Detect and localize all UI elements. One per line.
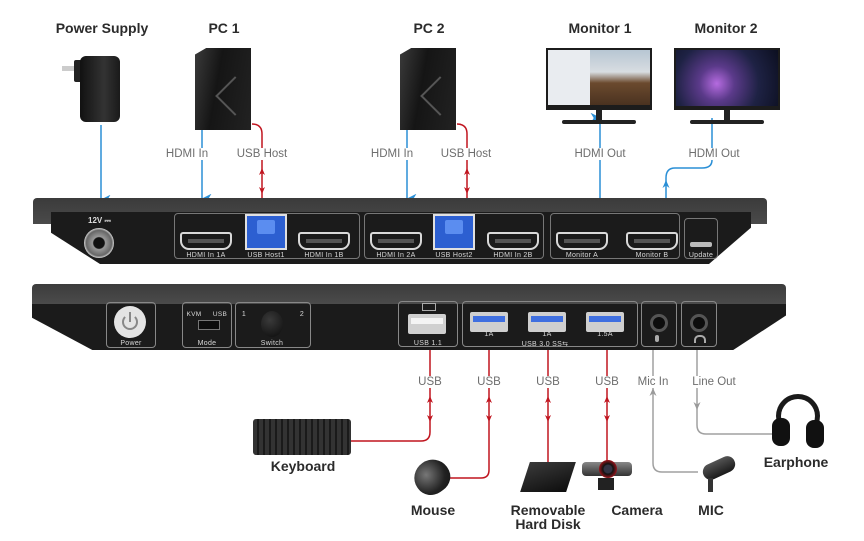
wire-usb-mouse [450,343,492,479]
label-usb-disk: USB [535,376,561,388]
keyboard-title: Keyboard [270,458,336,474]
hdmi-in-2b-port[interactable] [487,232,539,250]
hdmi-in-2a-label: HDMI In 2A [376,252,416,259]
pc1-tower-image [195,42,255,130]
monitor2-title: Monitor 2 [694,20,758,36]
mode-label: Mode [197,340,217,347]
usb30-port-1[interactable] [470,312,508,332]
power-button[interactable] [114,306,146,338]
camera-title: Camera [611,502,663,518]
mouse-title: Mouse [410,502,456,518]
usb30-port-1-current: 1A [484,331,494,338]
usb30-port-2-current: 1A [542,331,552,338]
monitor-b-label: Monitor B [635,252,669,259]
switch-button[interactable] [261,311,283,337]
label-pc2-usb-host: USB Host [439,148,493,160]
wire-pc1-usb [251,123,263,203]
hdmi-in-1a-port[interactable] [180,232,232,250]
power-supply-title: Power Supply [55,20,149,36]
microphone-icon [655,335,659,342]
wire-usb-keyboard [350,343,433,442]
wire-line-out [693,343,775,435]
label-usb-camera: USB [594,376,620,388]
label-mic-in: Mic In [636,376,670,388]
pc2-title: PC 2 [413,20,445,36]
hard-disk-title-line1: Removable [510,502,586,518]
hdmi-in-1b-label: HDMI In 1B [304,252,344,259]
usb11-label: USB 1.1 [413,340,443,347]
label-pc1-hdmi-in: HDMI In [164,148,210,160]
hdmi-in-2b-label: HDMI In 2B [493,252,533,259]
monitor-a-label: Monitor A [565,252,599,259]
usb11-port[interactable] [408,314,446,334]
mode-slider-toggle[interactable] [198,320,220,330]
mic-in-jack[interactable] [650,314,668,332]
headphones-image [772,394,826,448]
usb30-label: USB 3.0 SS⇆ [521,341,569,348]
line-out-jack[interactable] [690,314,708,332]
power-icon [122,314,138,330]
monitor-b-port[interactable] [626,232,678,250]
earphone-title: Earphone [763,454,829,470]
label-pc1-usb-host: USB Host [235,148,289,160]
microphone-image [698,452,738,492]
wire-usb-disk [545,343,551,465]
usb30-port-2[interactable] [528,312,566,332]
monitor-port-group [550,213,680,259]
monitor1-image [546,48,654,128]
dc-power-jack[interactable] [84,228,114,258]
line-out-port-group [681,301,717,347]
mic-title: MIC [698,502,724,518]
usb-host1-label: USB Host1 [247,252,285,259]
usb-host2-label: USB Host2 [435,252,473,259]
monitor-a-port[interactable] [556,232,608,250]
wire-pc2-usb [456,123,468,203]
monitor1-title: Monitor 1 [568,20,632,36]
label-monitor1-hdmi-out: HDMI Out [573,148,627,160]
usb-host1-port[interactable] [245,214,287,250]
label-pc2-hdmi-in: HDMI In [369,148,415,160]
usb-host2-port[interactable] [433,214,475,250]
power-adapter-image [62,56,120,126]
power-label: Power [120,340,142,347]
label-usb-keyboard: USB [417,376,443,388]
pc2-port-group [364,213,544,259]
headphone-icon [694,335,706,343]
switch-2-label: 2 [299,311,305,318]
usb30-port-3-current: 1.5A [597,331,613,338]
label-line-out: Line Out [691,376,737,388]
hdmi-in-1b-port[interactable] [298,232,350,250]
pc1-port-group [174,213,360,259]
hdmi-in-2a-port[interactable] [370,232,422,250]
camera-image [582,460,632,492]
switch-label: Switch [260,340,284,347]
mode-usb-label: USB [212,311,228,318]
wire-mon2-hdmi [665,118,713,203]
pc2-tower-image [400,42,460,130]
hdmi-in-1a-label: HDMI In 1A [186,252,226,259]
usb30-port-group [462,301,638,347]
pc1-title: PC 1 [208,20,240,36]
update-port[interactable] [690,242,712,247]
power-button-group [106,302,156,348]
monitor2-image [674,48,782,128]
switch-1-label: 1 [241,311,247,318]
switch-button-group [235,302,311,348]
wire-usb-camera [604,343,610,462]
hard-disk-title-line2: Hard Disk [515,516,581,532]
keyboard-icon [422,303,436,311]
mic-port-group [641,301,677,347]
usb30-port-3[interactable] [586,312,624,332]
mode-kvm-label: KVM [186,311,202,318]
hard-disk-image [520,462,576,492]
update-label: Update [688,252,714,259]
voltage-label: 12V ⎓ [88,216,111,225]
wire-mic-in [649,343,698,473]
keyboard-image [253,419,351,455]
label-usb-mouse: USB [476,376,502,388]
label-monitor2-hdmi-out: HDMI Out [687,148,741,160]
usb11-port-group [398,301,458,347]
update-port-group [684,218,718,259]
mode-switch-group [182,302,232,348]
